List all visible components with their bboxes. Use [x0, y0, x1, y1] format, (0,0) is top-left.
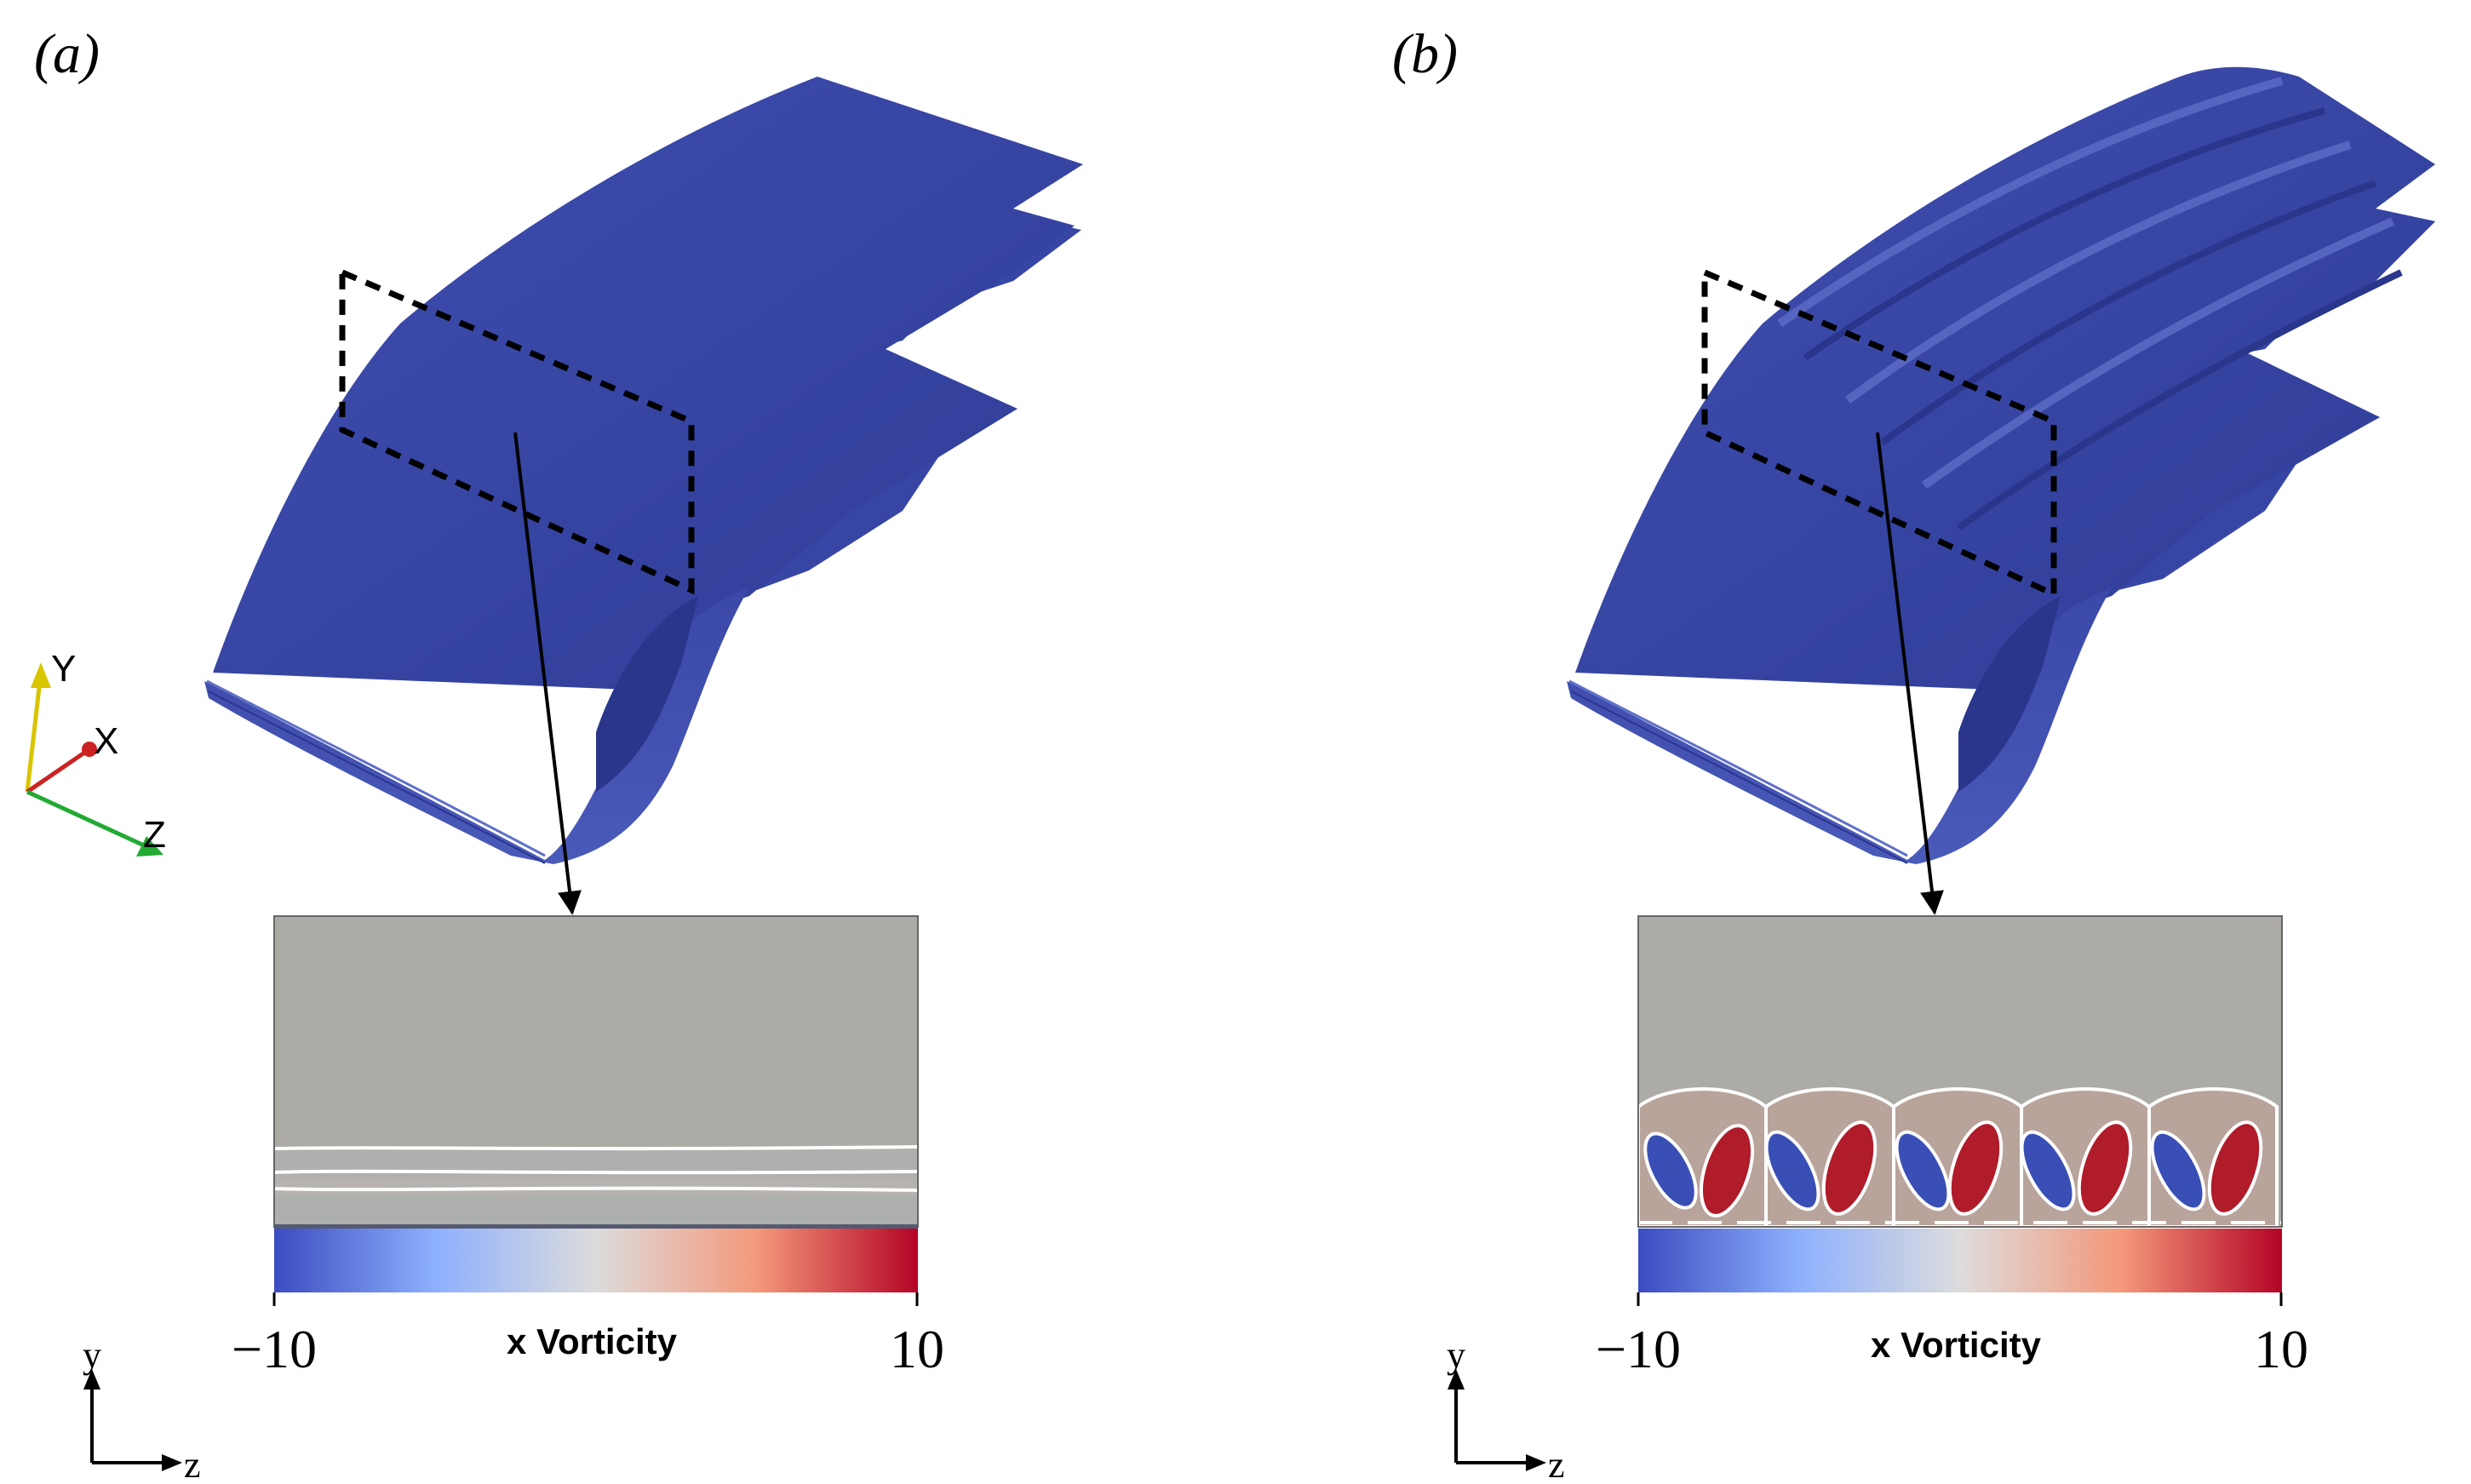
colorbar: −10 x Vorticity 10	[1596, 1229, 2308, 1379]
panel-label: (a)	[34, 23, 100, 85]
surface-3d	[204, 77, 1083, 864]
pointer-arrow	[1876, 432, 1944, 915]
slice-plane	[1638, 916, 2282, 1227]
panel-label: (b)	[1392, 23, 1458, 85]
slice-plane	[274, 916, 918, 1227]
surface-3d	[1567, 66, 2435, 864]
axes-2d: y z	[83, 1334, 201, 1484]
axis-2d-y: y	[83, 1334, 101, 1376]
panel-a: (a) Y X Z	[25, 23, 1083, 1484]
colorbar-title: x Vorticity	[507, 1321, 678, 1361]
axes-triad: Y X Z	[25, 648, 166, 857]
axes-2d: y z	[1447, 1334, 1565, 1484]
pointer-arrow	[513, 432, 582, 915]
axis-2d-y: y	[1447, 1334, 1465, 1376]
colorbar-min-label: −10	[1596, 1319, 1681, 1379]
selection-box	[339, 267, 695, 595]
axis-label-x: X	[94, 720, 118, 762]
axis-2d-z: z	[1548, 1444, 1565, 1484]
axis-label-y: Y	[51, 648, 76, 690]
axis-label-z: Z	[143, 814, 166, 856]
colorbar-max-label: 10	[2254, 1319, 2308, 1379]
colorbar-max-label: 10	[890, 1319, 944, 1379]
colorbar: −10 x Vorticity 10	[232, 1229, 944, 1379]
axis-2d-z: z	[184, 1444, 201, 1484]
panel-b: (b)	[1392, 23, 2435, 1484]
colorbar-title: x Vorticity	[1871, 1325, 2042, 1365]
colorbar-min-label: −10	[232, 1319, 317, 1379]
